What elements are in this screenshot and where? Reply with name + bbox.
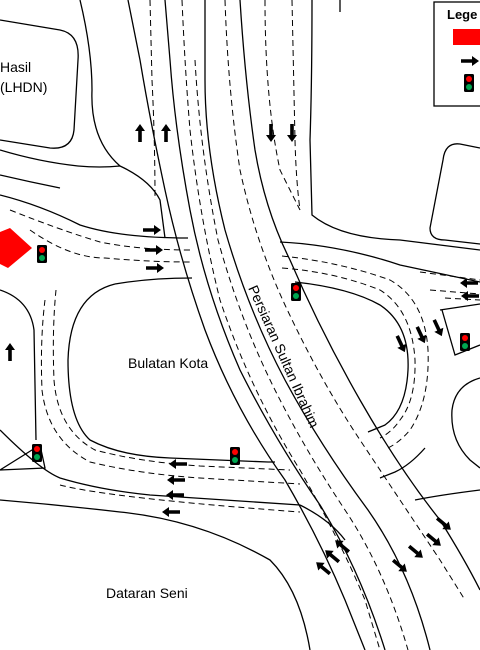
building-right bbox=[429, 143, 480, 245]
red-rectangle-icon bbox=[453, 29, 480, 45]
main-road-lane-dashes bbox=[149, 0, 466, 650]
roundabout-island-inner-top bbox=[114, 277, 193, 285]
main-road-edge-3 bbox=[204, 0, 431, 650]
road-bottom-right bbox=[299, 489, 480, 541]
building-label-line2: (LHDN) bbox=[0, 79, 47, 95]
roundabout-label: Bulatan Kota bbox=[128, 355, 208, 371]
road-bottom-left bbox=[0, 499, 311, 650]
ring-left-west-edge bbox=[0, 289, 37, 441]
legend: Lege bbox=[433, 1, 480, 107]
arrow-icon bbox=[412, 324, 430, 346]
traffic-light-icon bbox=[460, 333, 470, 351]
traffic-light-icon bbox=[230, 447, 240, 465]
traffic-light-icon bbox=[464, 74, 474, 92]
traffic-light-icon bbox=[32, 444, 42, 462]
arrow-icon bbox=[162, 507, 180, 517]
main-road-edge-5 bbox=[309, 0, 480, 251]
arrow-icon bbox=[146, 263, 164, 273]
arrow-icon bbox=[389, 556, 411, 576]
building-lower-right bbox=[451, 377, 480, 469]
road-left-slip bbox=[0, 443, 46, 471]
arrow-icon bbox=[5, 343, 15, 361]
arrow-icon bbox=[143, 225, 161, 235]
road-right-entry bbox=[439, 303, 480, 356]
building-lhdn bbox=[0, 19, 79, 149]
roundabout-island bbox=[67, 281, 409, 463]
ring-outer-edge-left bbox=[0, 194, 301, 506]
building-label-line1: Hasil bbox=[0, 59, 31, 75]
arrow-icon bbox=[145, 245, 163, 255]
road-right-lane-dashes bbox=[419, 271, 480, 301]
landmark-red-block bbox=[0, 228, 32, 268]
road-top-left bbox=[0, 149, 121, 189]
ring-lane-dashes bbox=[9, 209, 429, 513]
arrow-icon bbox=[169, 459, 187, 469]
arrow-icon bbox=[166, 490, 184, 500]
arrow-icon bbox=[266, 124, 276, 142]
arrow-icon bbox=[429, 317, 447, 339]
traffic-light-icon bbox=[37, 245, 47, 263]
road-top-left-curve bbox=[79, 0, 166, 239]
arrow-icon bbox=[312, 558, 334, 578]
arrow-icon bbox=[331, 536, 353, 556]
arrow-icon bbox=[135, 124, 145, 142]
arrow-icon bbox=[405, 542, 427, 562]
traffic-light-icon bbox=[291, 283, 301, 301]
area-label-dataran-seni: Dataran Seni bbox=[106, 585, 188, 601]
main-road-edge-1 bbox=[127, 0, 366, 650]
arrow-icon bbox=[423, 530, 445, 550]
legend-title: Lege bbox=[447, 7, 477, 22]
arrow-icon bbox=[433, 514, 455, 534]
ring-outer-edge-right bbox=[279, 241, 480, 479]
arrow-icon bbox=[287, 124, 297, 142]
traffic-lights bbox=[32, 245, 470, 465]
arrow-icon bbox=[161, 124, 171, 142]
